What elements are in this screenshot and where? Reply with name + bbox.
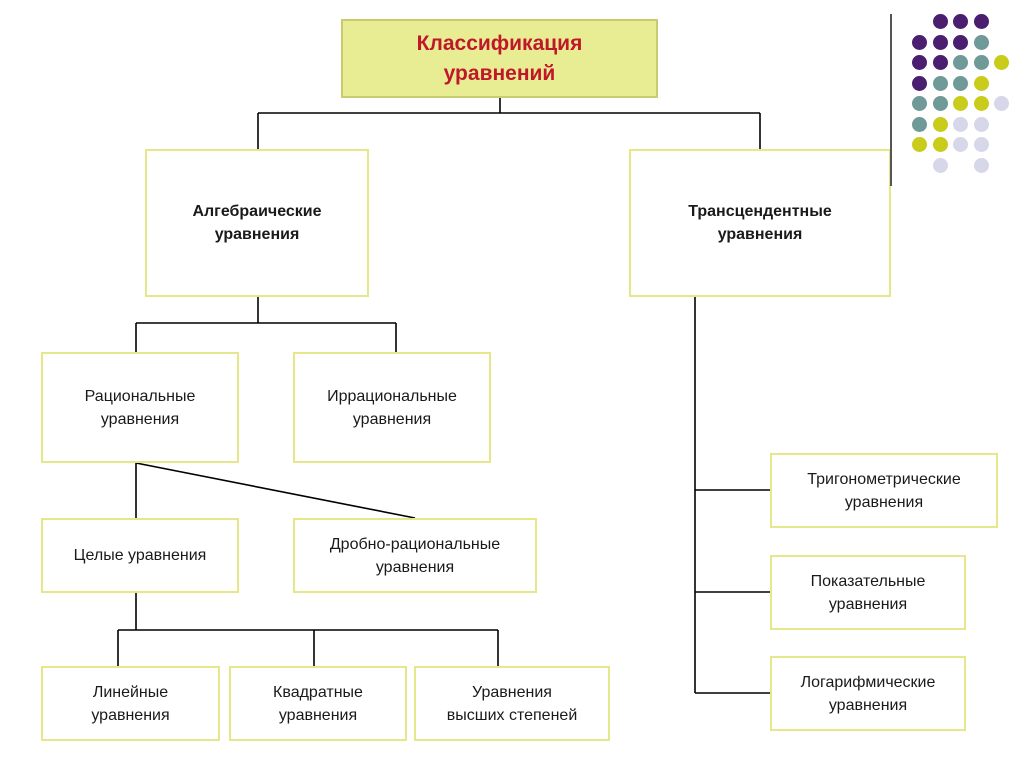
decor-dot	[953, 96, 968, 111]
node-fractional: Дробно-рациональные уравнения	[293, 518, 537, 593]
decor-dot	[973, 137, 989, 152]
connector-to-fractional	[135, 462, 416, 519]
node-whole: Целые уравнения	[41, 518, 239, 593]
decor-dot	[973, 34, 989, 50]
decor-dot	[912, 34, 927, 50]
decor-dot	[994, 96, 1009, 111]
decor-dot	[953, 75, 968, 91]
node-quadratic: Квадратные уравнения	[229, 666, 407, 741]
decor-dot	[932, 96, 948, 111]
node-logarithmic: Логарифмические уравнения	[770, 656, 966, 731]
decor-dot	[932, 14, 948, 29]
decor-dot	[932, 75, 948, 91]
root-node: Классификация уравнений	[341, 19, 658, 98]
node-trigonometric: Тригонометрические уравнения	[770, 453, 998, 528]
decor-dot	[953, 137, 968, 152]
node-transcendental: Трансцендентные уравнения	[629, 149, 891, 297]
decor-dot	[994, 55, 1009, 70]
decor-dot	[912, 75, 927, 91]
node-exponential: Показательные уравнения	[770, 555, 966, 630]
decor-dot	[953, 116, 968, 132]
decor-dot	[973, 55, 989, 70]
decor-dot	[973, 157, 989, 173]
decor-dot	[932, 116, 948, 132]
decor-dot	[912, 116, 927, 132]
decor-dot	[973, 96, 989, 111]
decor-dot	[912, 137, 927, 152]
decor-vertical-rule	[890, 14, 892, 186]
node-irrational: Иррациональные уравнения	[293, 352, 491, 463]
decor-dot	[932, 157, 948, 173]
decor-dot	[953, 55, 968, 70]
decor-dot	[973, 75, 989, 91]
node-algebraic: Алгебраические уравнения	[145, 149, 369, 297]
node-linear: Линейные уравнения	[41, 666, 220, 741]
decor-dot	[973, 14, 989, 29]
node-rational: Рациональные уравнения	[41, 352, 239, 463]
decor-dot	[912, 55, 927, 70]
decor-dot	[912, 96, 927, 111]
decor-dot	[932, 137, 948, 152]
decor-dot	[953, 14, 968, 29]
decor-dot	[932, 34, 948, 50]
decor-dot	[973, 116, 989, 132]
decor-dot	[932, 55, 948, 70]
node-higher-degree: Уравнения высших степеней	[414, 666, 610, 741]
decor-dot	[953, 34, 968, 50]
